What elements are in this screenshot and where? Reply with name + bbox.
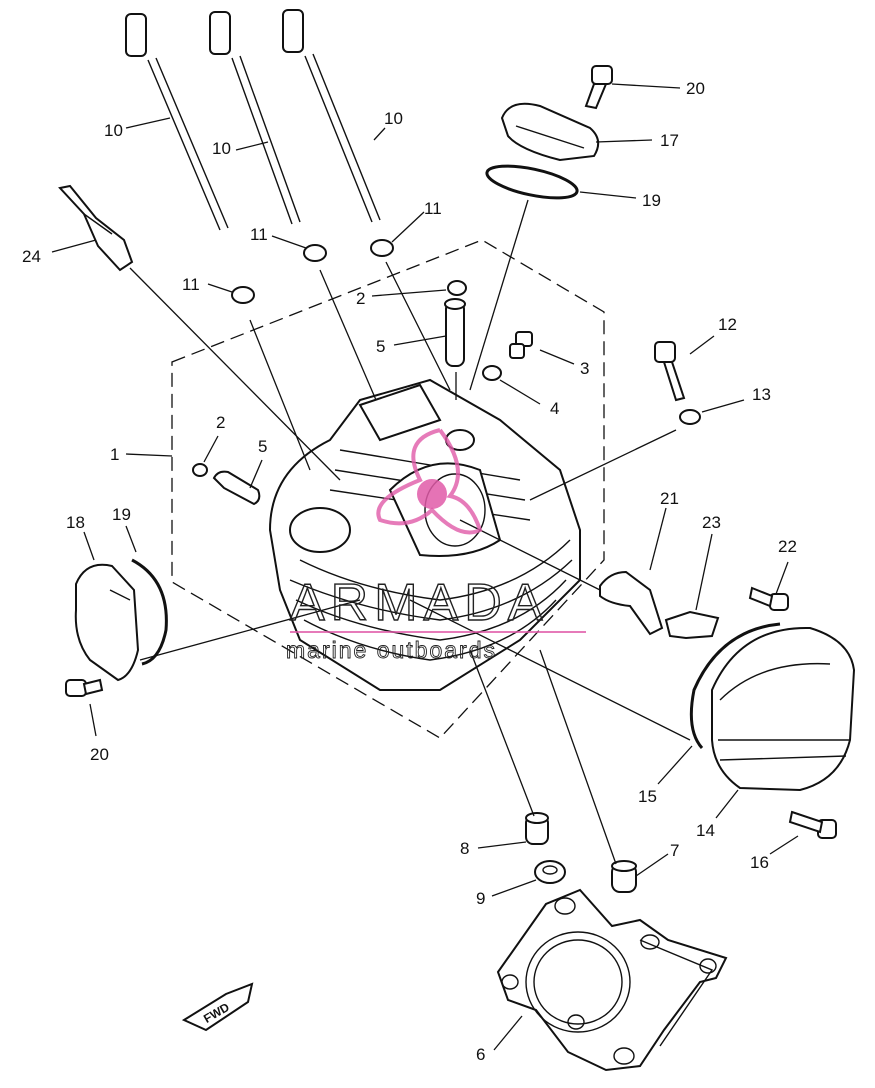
callout-21: 21 — [660, 489, 679, 508]
assembly-boundary — [171, 239, 605, 739]
seal-9[interactable] — [534, 860, 566, 884]
o-ring-19a[interactable] — [484, 160, 579, 205]
callout-1: 1 — [110, 445, 119, 464]
gasket-15[interactable] — [689, 622, 781, 749]
watermark-logo-swirl — [376, 428, 483, 535]
bracket-23[interactable] — [664, 610, 720, 640]
push-rod-2[interactable] — [209, 11, 301, 225]
bolt-12[interactable] — [654, 341, 686, 402]
valve-cover-14[interactable] — [711, 626, 856, 792]
callout-2: 2 — [216, 413, 225, 432]
callout-13: 13 — [752, 385, 771, 404]
callout-11: 11 — [182, 275, 200, 294]
callout-10: 10 — [384, 109, 403, 128]
clip-2b[interactable] — [192, 463, 208, 477]
callout-9: 9 — [476, 889, 485, 908]
callout-17: 17 — [660, 131, 679, 150]
leader-lines — [51, 83, 799, 1051]
valve-guide-5b[interactable] — [212, 470, 261, 506]
dowel-8[interactable] — [525, 812, 549, 845]
callout-24: 24 — [22, 247, 41, 266]
callout-6: 6 — [476, 1045, 485, 1064]
fwd-arrow-badge: FWD — [181, 982, 254, 1032]
callout-labels: 10 10 10 11 11 11 24 2 5 3 4 12 13 20 17… — [22, 79, 797, 1064]
breather-21[interactable] — [599, 570, 664, 636]
callout-12: 12 — [718, 315, 737, 334]
bolt-22[interactable] — [748, 586, 789, 611]
callout-7: 7 — [670, 841, 679, 860]
callout-3: 3 — [580, 359, 589, 378]
washer-13[interactable] — [679, 409, 701, 425]
callout-14: 14 — [696, 821, 715, 840]
valve-guide-5a[interactable] — [444, 298, 466, 367]
push-rod-1[interactable] — [125, 13, 229, 231]
callout-5: 5 — [376, 337, 385, 356]
callout-11: 11 — [424, 199, 442, 218]
callout-4: 4 — [550, 399, 559, 418]
callout-23: 23 — [702, 513, 721, 532]
callout-18: 18 — [66, 513, 85, 532]
callout-19: 19 — [642, 191, 661, 210]
callout-20: 20 — [686, 79, 705, 98]
callout-15: 15 — [638, 787, 657, 806]
bolt-16[interactable] — [788, 810, 837, 839]
watermark-brand: ARMADA — [290, 574, 548, 632]
clip-2a[interactable] — [447, 280, 467, 296]
callout-10: 10 — [212, 139, 231, 158]
callout-10: 10 — [104, 121, 123, 140]
push-rod-3[interactable] — [282, 9, 381, 223]
head-gasket-6[interactable] — [496, 888, 728, 1072]
callout-2: 2 — [356, 289, 365, 308]
cylinder-head[interactable] — [268, 378, 581, 691]
bolt-3[interactable] — [509, 331, 533, 359]
tappet-cover-17[interactable] — [500, 102, 600, 162]
watermark-tagline: marine outboards — [286, 637, 497, 663]
o-ring-19b[interactable] — [131, 558, 168, 666]
callout-11: 11 — [250, 225, 268, 244]
callout-5: 5 — [258, 437, 267, 456]
dowel-7[interactable] — [611, 860, 637, 893]
callout-19: 19 — [112, 505, 131, 524]
side-cover-18[interactable] — [74, 563, 140, 682]
callout-8: 8 — [460, 839, 469, 858]
assembly-lines — [129, 199, 691, 865]
washer-11a[interactable] — [231, 286, 255, 304]
watermark-logo-dot — [417, 479, 447, 509]
bolt-20b[interactable] — [65, 678, 104, 697]
watermark: ARMADA marine outboards — [286, 428, 586, 663]
spark-plug[interactable] — [58, 184, 134, 272]
callout-20: 20 — [90, 745, 109, 764]
washer-11c[interactable] — [370, 239, 394, 257]
callout-22: 22 — [778, 537, 797, 556]
washer-11b[interactable] — [303, 244, 327, 262]
bolt-20a[interactable] — [584, 65, 613, 110]
callout-16: 16 — [750, 853, 769, 872]
dowel-4[interactable] — [482, 365, 502, 381]
